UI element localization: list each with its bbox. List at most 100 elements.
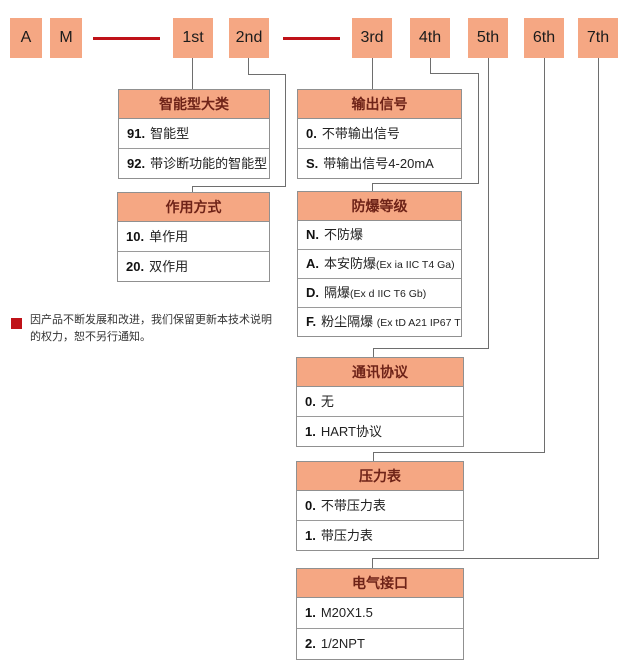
connector-line [373,348,489,349]
row-label: 单作用 [149,229,189,244]
dash-line-right [283,37,340,40]
table-row: 1. HART协议 [297,416,463,446]
row-label: 带诊断功能的智能型 [150,156,268,171]
row-code: 92. [127,156,146,171]
row-label: HART协议 [320,424,382,439]
table-row: 1.带压力表 [297,520,463,550]
code-box-2nd: 2nd [229,18,269,58]
dash-line-left [93,37,160,40]
row-code: S. [306,156,319,171]
code-box-7th: 7th [578,18,618,58]
row-code: 0. [306,126,317,141]
code-box-5th: 5th [468,18,508,58]
table-title: 压力表 [297,462,463,491]
connector-line [285,74,286,187]
table-electrical-interface: 电气接口 1. M20X1.5 2. 1/2NPT [296,568,464,660]
table-row: A. 本安防爆(Ex ia IIC T4 Ga) [298,249,461,278]
row-label: 不防爆 [324,227,364,242]
connector-line [192,186,286,187]
row-code: 91. [127,126,146,141]
row-code: 10. [126,229,145,244]
connector-line [248,74,286,75]
red-square-icon [11,318,22,329]
code-box-a: A [10,18,42,58]
table-row: 91. 智能型 [119,119,269,148]
row-label: 智能型 [150,126,190,141]
connector-line [478,73,479,184]
table-explosion-proof: 防爆等级 N.不防爆 A.本安防爆(Ex ia IIC T4 Ga) D.隔爆(… [297,191,462,337]
row-label: 本安防爆 [324,256,377,271]
row-label: 1/2NPT [320,636,365,651]
connector-line [372,183,479,184]
table-row: F. 粉尘隔爆 (Ex tD A21 IP67 T80℃) [298,307,461,336]
table-row: N. 不防爆 [298,221,461,249]
connector-line [372,558,599,559]
table-title: 智能型大类 [119,90,269,119]
row-label: 无 [320,394,334,409]
code-box-6th: 6th [524,18,564,58]
table-row: 0. 无 [297,387,463,416]
row-code: 1. [305,605,316,620]
row-label: M20X1.5 [320,605,373,620]
connector-line [372,58,373,89]
connector-line [372,183,373,191]
table-row: 0. 不带压力表 [297,491,463,520]
table-row: S. 带输出信号4-20mA [298,148,461,178]
connector-line [544,58,545,453]
row-label: 带输出信号4-20mA [323,156,434,171]
code-box-m: M [50,18,82,58]
row-label: 隔爆 [324,285,351,300]
table-row: 2. 1/2NPT [297,628,463,659]
connector-line [192,58,193,89]
table-row: 10. 单作用 [118,222,269,251]
row-note: (Ex tD A21 IP67 T80℃) [376,317,461,329]
row-label: 不带压力表 [320,498,386,513]
row-code: 1. [305,424,316,439]
connector-line [373,452,374,461]
row-code: 2. [305,636,316,651]
connector-line [373,348,374,357]
footnote-line-2: 的权力，恕不另行通知。 [30,331,151,343]
table-pressure-gauge: 压力表 0. 不带压力表 1.带压力表 [296,461,464,551]
footnote-line-1: 因产品不断发展和改进，我们保留更新本技术说明 [30,314,272,326]
table-row: 1. M20X1.5 [297,598,463,628]
row-code: D. [306,285,319,300]
connector-line [430,73,479,74]
table-smart-type: 智能型大类 91. 智能型 92. 带诊断功能的智能型 [118,89,270,179]
table-title: 通讯协议 [297,358,463,387]
row-code: A. [306,256,319,271]
connector-line [430,58,431,74]
row-note: (Ex ia IIC T4 Ga) [376,259,455,271]
row-label: 带压力表 [320,528,373,543]
connector-line [192,186,193,192]
connector-line [248,58,249,75]
row-code: F. [306,314,317,329]
table-row: 20. 双作用 [118,251,269,281]
table-row: D. 隔爆(Ex d IIC T6 Gb) [298,278,461,307]
footnote: 因产品不断发展和改进，我们保留更新本技术说明 的权力，恕不另行通知。 [30,312,285,346]
table-communication-protocol: 通讯协议 0. 无 1. HART协议 [296,357,464,447]
row-code: N. [306,227,319,242]
row-label: 不带输出信号 [321,126,400,141]
connector-line [488,58,489,349]
table-output-signal: 输出信号 0. 不带输出信号 S. 带输出信号4-20mA [297,89,462,179]
table-title: 作用方式 [118,193,269,222]
table-row: 0. 不带输出信号 [298,119,461,148]
connector-line [372,558,373,568]
table-title: 防爆等级 [298,192,461,221]
row-label: 双作用 [149,259,189,274]
row-code: 20. [126,259,145,274]
row-note: (Ex d IIC T6 Gb) [350,288,427,300]
code-box-1st: 1st [173,18,213,58]
table-title: 输出信号 [298,90,461,119]
connector-line [373,452,545,453]
code-box-4th: 4th [410,18,450,58]
table-row: 92. 带诊断功能的智能型 [119,148,269,178]
connector-line [598,58,599,559]
row-code: 0. [305,394,316,409]
row-label: 粉尘隔爆 [321,314,374,329]
row-code: 0. [305,498,316,513]
table-title: 电气接口 [297,569,463,598]
table-action-mode: 作用方式 10. 单作用 20. 双作用 [117,192,270,282]
